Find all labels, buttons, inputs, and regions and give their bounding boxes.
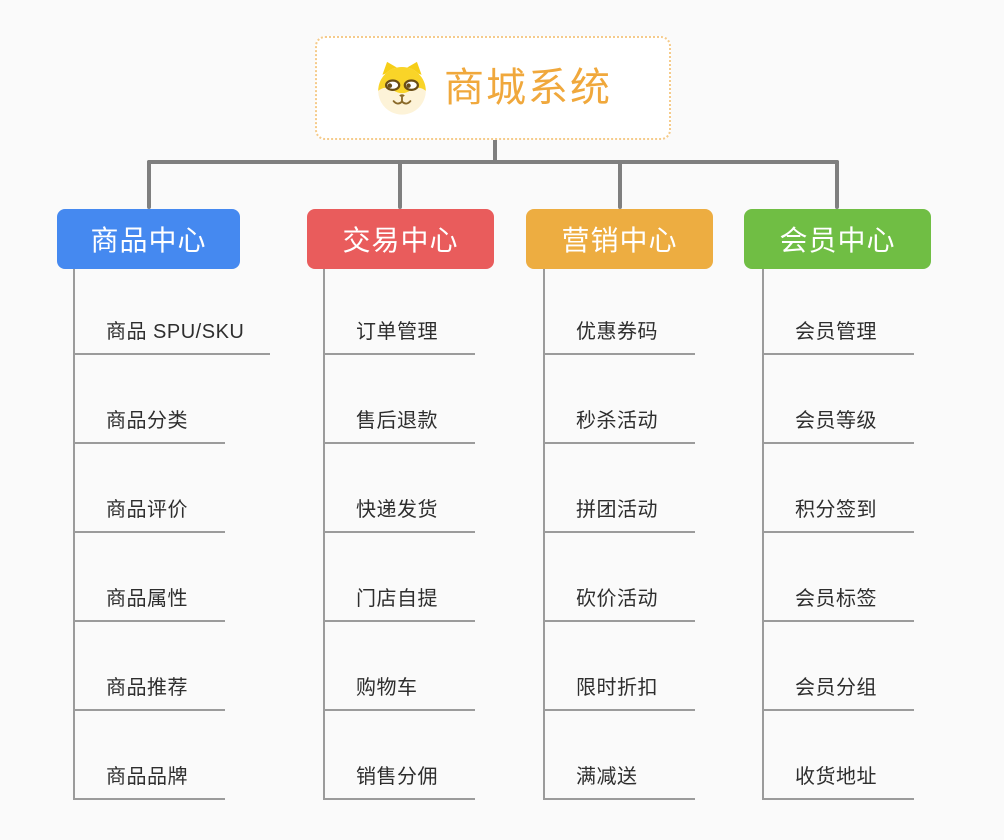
leaf-item[interactable]: 收货地址	[764, 711, 914, 800]
leaf-item[interactable]: 秒杀活动	[545, 355, 695, 444]
leaf-item[interactable]: 拼团活动	[545, 444, 695, 533]
leaf-item[interactable]: 限时折扣	[545, 622, 695, 711]
branch-drop-line	[147, 160, 151, 209]
root-title: 商城系统	[444, 66, 612, 110]
leaf-item[interactable]: 商品评价	[75, 444, 225, 533]
leaf-item[interactable]: 售后退款	[325, 355, 475, 444]
branch-header-member-center[interactable]: 会员中心	[744, 209, 931, 269]
branch-drop-line	[835, 160, 839, 209]
branch-header-product-center[interactable]: 商品中心	[57, 209, 240, 269]
leaf-item[interactable]: 满减送	[545, 711, 695, 800]
leaf-item[interactable]: 会员管理	[764, 269, 914, 355]
branch-drop-line	[398, 160, 402, 209]
branch-column-member-center: 会员管理 会员等级 积分签到 会员标签 会员分组 收货地址	[762, 269, 914, 800]
leaf-item[interactable]: 商品分类	[75, 355, 225, 444]
branch-column-product-center: 商品 SPU/SKU 商品分类 商品评价 商品属性 商品推荐 商品品牌	[73, 269, 271, 800]
branch-header-trade-center[interactable]: 交易中心	[307, 209, 494, 269]
leaf-item[interactable]: 商品属性	[75, 533, 225, 622]
leaf-item[interactable]: 会员标签	[764, 533, 914, 622]
branch-drop-line	[618, 160, 622, 209]
branch-column-marketing-center: 优惠券码 秒杀活动 拼团活动 砍价活动 限时折扣 满减送	[543, 269, 695, 800]
leaf-item[interactable]: 销售分佣	[325, 711, 475, 800]
leaf-item[interactable]: 会员等级	[764, 355, 914, 444]
branch-column-trade-center: 订单管理 售后退款 快递发货 门店自提 购物车 销售分佣	[323, 269, 475, 800]
leaf-item[interactable]: 快递发货	[325, 444, 475, 533]
root-connector-line	[493, 139, 497, 164]
leaf-item[interactable]: 砍价活动	[545, 533, 695, 622]
leaf-item[interactable]: 商品品牌	[75, 711, 225, 800]
dog-face-icon	[378, 61, 426, 115]
leaf-item[interactable]: 会员分组	[764, 622, 914, 711]
leaf-item[interactable]: 积分签到	[764, 444, 914, 533]
leaf-item[interactable]: 订单管理	[325, 269, 475, 355]
leaf-item[interactable]: 门店自提	[325, 533, 475, 622]
branch-header-marketing-center[interactable]: 营销中心	[526, 209, 713, 269]
leaf-item[interactable]: 商品 SPU/SKU	[75, 269, 271, 355]
root-node-mall-system[interactable]: 商城系统	[315, 36, 671, 140]
leaf-item[interactable]: 商品推荐	[75, 622, 225, 711]
leaf-item[interactable]: 优惠券码	[545, 269, 695, 355]
leaf-item[interactable]: 购物车	[325, 622, 475, 711]
branch-bus-line	[147, 160, 839, 164]
